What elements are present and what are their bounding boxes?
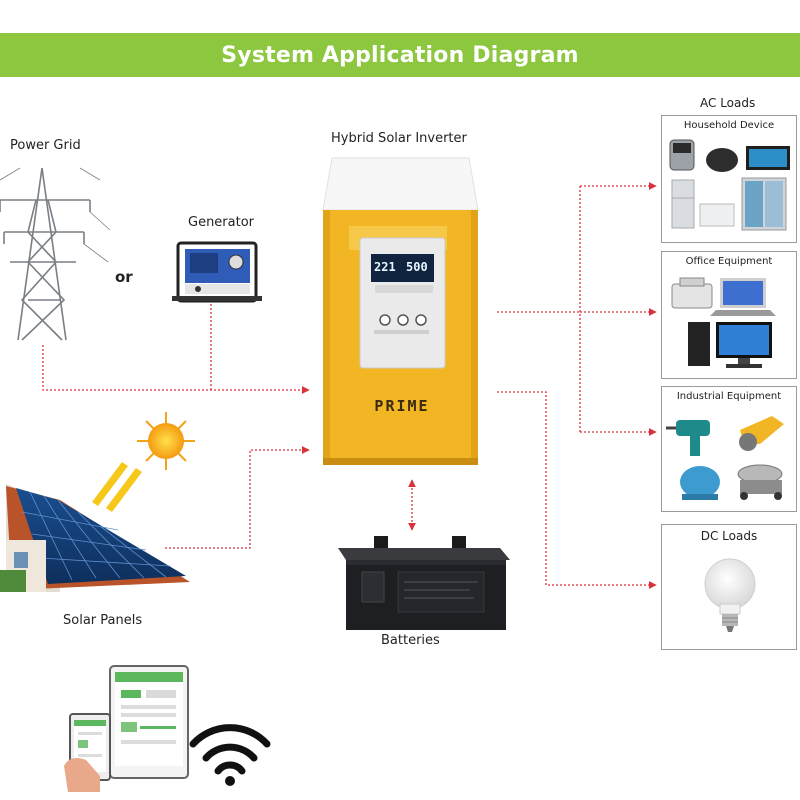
wifi-icon (189, 724, 271, 775)
industrial-icons (666, 416, 784, 500)
bulb-icon (704, 558, 756, 632)
household-icons (669, 139, 790, 231)
battery-image (338, 536, 510, 630)
display-right-value: 500 (406, 260, 428, 274)
dc-loads-box: DC Loads (661, 524, 797, 650)
power-grid-tower (0, 167, 111, 341)
display-left-value: 221 (374, 260, 396, 274)
household-box: Household Device (661, 115, 797, 243)
sun-image (92, 412, 195, 512)
wifi-dot (225, 776, 235, 786)
office-label: Office Equipment (685, 256, 773, 267)
inverter-label: Hybrid Solar Inverter (331, 131, 467, 146)
inverter-unit (322, 157, 479, 465)
ac-loads-label: AC Loads (700, 96, 756, 110)
batteries-label: Batteries (381, 633, 440, 648)
inverter-brand: PRIME (374, 397, 430, 415)
solar-panels-label: Solar Panels (63, 613, 143, 628)
industrial-label: Industrial Equipment (676, 391, 782, 402)
industrial-box: Industrial Equipment (661, 386, 797, 512)
dc-loads-label: DC Loads (700, 529, 758, 543)
diagram-title: System Application Diagram (221, 42, 579, 68)
or-label: or (115, 268, 133, 286)
office-icons (671, 277, 776, 368)
title-banner: System Application Diagram (0, 33, 800, 77)
solar-house-image (0, 484, 190, 592)
generator-image (172, 241, 262, 303)
office-box: Office Equipment (661, 251, 797, 379)
generator-label: Generator (188, 215, 255, 230)
household-label: Household Device (683, 120, 775, 131)
power-grid-label: Power Grid (10, 138, 81, 153)
phone-tablet-image (64, 665, 189, 792)
connector-lines (42, 182, 657, 589)
